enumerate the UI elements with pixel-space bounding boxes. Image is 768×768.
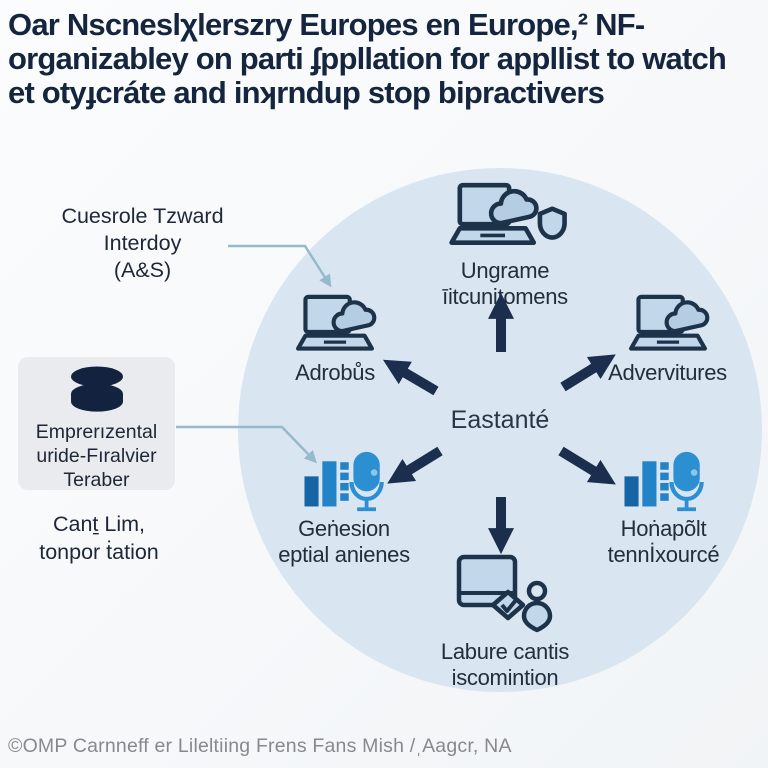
database-icon xyxy=(66,366,128,416)
annotation-line: Interdoy xyxy=(103,231,182,255)
title-line-2: organizabley on parti ʄppllation for app… xyxy=(8,41,727,76)
annotation-cant-lim: Canṯ Lim, tonpor ṫation xyxy=(14,510,184,566)
title-line-3: et otyɟcráte and inʞrndup stop bipractiv… xyxy=(8,75,605,110)
node-label: Advervitures xyxy=(608,360,727,385)
node-label: Adrobůs xyxy=(295,360,375,385)
annotation-line: tonpor ṫation xyxy=(39,540,159,564)
laptop-cloud-icon xyxy=(287,293,383,358)
annotation-line: Cuesrole Tzward xyxy=(61,204,224,228)
node-genesion: Geṅesion eptial anienes xyxy=(260,450,428,568)
title-line-1: Oar Nscneslχlerszry Europes en Europe,² … xyxy=(8,7,645,42)
annotation-line: Canṯ Lim, xyxy=(52,512,145,536)
node-labure: Labure cantis iscomintion xyxy=(413,553,597,691)
bar-chart-mic-icon xyxy=(300,450,388,514)
annotation-line: (A&S) xyxy=(113,258,172,282)
node-label: Geṅesion eptial anienes xyxy=(278,516,410,567)
diagram-center-label: Eastanté xyxy=(450,406,550,434)
node-adrobus: Adrobůs xyxy=(255,293,415,386)
node-ungrame: Ungrame īitcunitomens xyxy=(400,180,610,310)
bar-chart-mic-icon xyxy=(620,450,708,514)
footer-credit: ©OMP Carnneff er Lileltiing Frens Fans M… xyxy=(8,735,512,757)
laptop-cloud-shield-icon xyxy=(441,180,569,256)
annotation-box-emprerizental: Emprerızental uride-Fıralvier Teraber xyxy=(18,357,175,491)
page-title: Oar Nscneslχlerszry Europes en Europe,² … xyxy=(8,8,748,110)
laptop-cloud-icon xyxy=(620,293,716,358)
node-label: Hoṅapõlt tennİxourcé xyxy=(607,516,720,567)
box-label: Emprerızental uride-Fıralvier Teraber xyxy=(35,421,158,491)
annotation-cuesrole: Cuesrole Tzward Interdoy (A&S) xyxy=(35,203,250,284)
document-check-person-icon xyxy=(453,553,557,637)
node-label: Ungrame īitcunitomens xyxy=(442,258,568,309)
node-label: Labure cantis iscomintion xyxy=(440,639,570,690)
node-honapolt: Hoṅapõlt tennİxourcé xyxy=(576,450,751,568)
node-advervitures: Advervitures xyxy=(585,293,750,386)
